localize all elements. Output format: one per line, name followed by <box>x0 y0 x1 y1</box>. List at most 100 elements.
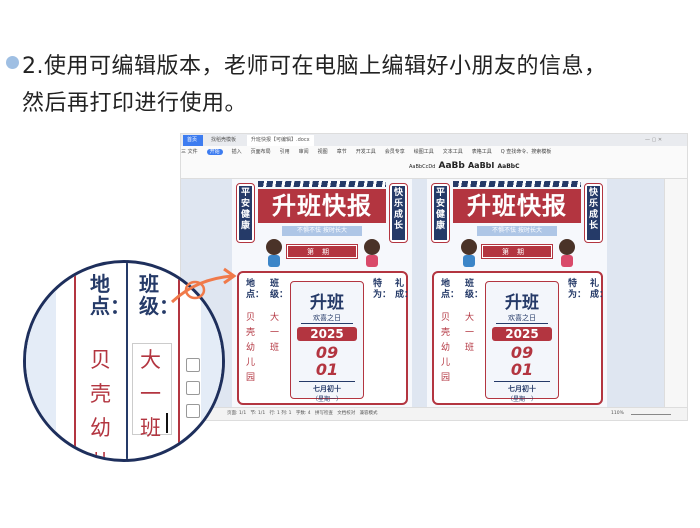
mag-place-label: 地点： <box>90 272 130 318</box>
caption-line-1: 2.使用可编辑版本，老师可在电脑上编辑好小朋友的信息， <box>22 54 607 79</box>
menu-item[interactable]: Q 查找命令、搜索模板 <box>500 149 552 155</box>
status-compat: 兼容模式 <box>359 411 378 416</box>
left-banner: 平安健康 <box>236 183 255 243</box>
status-wordcount: 字数: 4 <box>295 411 311 416</box>
document-canvas[interactable]: 平安健康 快乐成长 升班快报 不惧不怯 按时长大 第期 地点： 贝壳幼儿园 班级… <box>181 179 666 409</box>
year-value[interactable]: 2025 <box>297 327 357 341</box>
magnifier-circle: 地点： 贝壳幼儿园 班级： 大一班 <box>23 260 225 462</box>
menu-item[interactable]: 页面布局 <box>250 149 271 155</box>
done-label: 礼成： <box>590 279 609 300</box>
place-label: 地点： <box>246 279 265 300</box>
header-stripes <box>258 181 386 187</box>
poster-page-1[interactable]: 平安健康 快乐成长 升班快报 不惧不怯 按时长大 第期 地点： 贝壳幼儿园 班级… <box>232 179 414 409</box>
menu-item[interactable]: 视图 <box>317 149 328 155</box>
info-box: 地点： 贝壳幼儿园 班级： 大一班 升班 欢喜之日 2025 09 01 七月初… <box>432 271 609 405</box>
date-card: 升班 欢喜之日 2025 09 01 七月初十 （星期一） <box>485 281 559 403</box>
weekday[interactable]: （星期一） <box>311 396 342 403</box>
status-bar: 页面: 1/1 节: 1/1 行: 1 列: 1 字数: 4 拼写检查 文档校对… <box>181 407 687 420</box>
status-spellcheck[interactable]: 拼写检查 <box>314 411 333 416</box>
status-section: 节: 1/1 <box>250 411 266 416</box>
tab-templates[interactable]: 找稻壳模板 <box>211 137 237 143</box>
caption-line-2: 然后再打印进行使用。 <box>22 91 248 116</box>
shape-outline-icon[interactable] <box>186 404 200 418</box>
day-value[interactable]: 01 <box>315 360 339 379</box>
lunar-date[interactable]: 七月初十 <box>299 381 355 394</box>
menu-item[interactable]: 插入 <box>231 149 242 155</box>
menu-item[interactable]: 会员专享 <box>384 149 405 155</box>
menu-item[interactable]: 审阅 <box>298 149 309 155</box>
right-banner: 快乐成长 <box>389 183 408 243</box>
poster-title[interactable]: 升班快报 <box>453 189 581 223</box>
issue-banner[interactable]: 第期 <box>481 244 553 259</box>
done-label: 礼成： <box>395 279 414 300</box>
tab-bar: 首页 找稻壳模板 升班快报【可编辑】.docx — ▢ ✕ <box>181 134 687 146</box>
right-banner: 快乐成长 <box>584 183 603 243</box>
class-value[interactable]: 大一班 <box>270 313 280 353</box>
menu-item[interactable]: 章节 <box>336 149 347 155</box>
menu-item[interactable]: 表格工具 <box>471 149 492 155</box>
for-label: 特为： <box>373 279 392 300</box>
zoom-slider[interactable] <box>631 414 671 415</box>
zoom-level[interactable]: 110% <box>611 411 624 416</box>
class-label: 班级： <box>465 279 484 300</box>
right-sidebar[interactable] <box>664 179 687 409</box>
tab-document[interactable]: 升班快报【可编辑】.docx <box>247 135 314 146</box>
menu-item[interactable]: 文本工具 <box>442 149 463 155</box>
poster-subtitle[interactable]: 不惧不怯 按时长大 <box>282 226 362 236</box>
status-proofread[interactable]: 文档校对 <box>337 411 356 416</box>
text-cursor <box>166 413 168 433</box>
card-title: 升班 <box>505 293 539 313</box>
boy-illustration <box>266 239 284 269</box>
month-value[interactable]: 09 <box>315 343 339 362</box>
poster-title[interactable]: 升班快报 <box>258 189 386 223</box>
for-label: 特为： <box>568 279 587 300</box>
weekday[interactable]: （星期一） <box>506 396 537 403</box>
mag-class-label: 班级： <box>139 272 179 318</box>
status-position: 行: 1 列: 1 <box>269 411 292 416</box>
header-stripes <box>453 181 581 187</box>
ribbon-toolbar: AaBbCcDd AaBb AaBbI AaBbC <box>181 158 687 179</box>
boy-illustration <box>461 239 479 269</box>
place-value[interactable]: 贝壳幼儿园 <box>246 313 256 383</box>
year-value[interactable]: 2025 <box>492 327 552 341</box>
menu-item[interactable]: 引用 <box>279 149 290 155</box>
card-title: 升班 <box>310 293 344 313</box>
mag-class-value[interactable]: 大一班 <box>140 348 161 440</box>
class-value[interactable]: 大一班 <box>465 313 475 353</box>
mag-place-value: 贝壳幼儿园 <box>90 348 111 462</box>
card-subtitle: 欢喜之日 <box>301 313 353 324</box>
style-heading-2[interactable]: AaBbI <box>467 161 495 170</box>
style-heading-3[interactable]: AaBbC <box>497 163 520 170</box>
menu-item[interactable]: 绘图工具 <box>413 149 434 155</box>
style-normal[interactable]: AaBbCcDd <box>409 164 436 170</box>
poster-page-2[interactable]: 平安健康 快乐成长 升班快报 不惧不怯 按时长大 第期 地点： 贝壳幼儿园 班级… <box>427 179 609 409</box>
day-value[interactable]: 01 <box>510 360 534 379</box>
place-value[interactable]: 贝壳幼儿园 <box>441 313 451 383</box>
info-box: 地点： 贝壳幼儿园 班级： 大一班 升班 欢喜之日 2025 09 01 七月初… <box>237 271 414 405</box>
left-banner: 平安健康 <box>431 183 450 243</box>
lunar-date[interactable]: 七月初十 <box>494 381 550 394</box>
text-box-selection[interactable] <box>132 343 172 435</box>
bullet-dot <box>6 56 19 69</box>
style-gallery[interactable]: AaBbCcDd AaBb AaBbI AaBbC <box>409 161 519 171</box>
tab-home[interactable]: 首页 <box>183 135 203 146</box>
girl-illustration <box>559 239 577 269</box>
girl-illustration <box>364 239 382 269</box>
shape-fill-icon[interactable] <box>186 381 200 395</box>
status-page: 页面: 1/1 <box>227 411 247 416</box>
wps-window: 首页 找稻壳模板 升班快报【可编辑】.docx — ▢ ✕ 三 文件开始插入页面… <box>180 133 688 421</box>
month-value[interactable]: 09 <box>510 343 534 362</box>
poster-subtitle[interactable]: 不惧不怯 按时长大 <box>477 226 557 236</box>
style-heading-1[interactable]: AaBb <box>438 161 465 171</box>
window-controls[interactable]: — ▢ ✕ <box>645 137 663 143</box>
place-label: 地点： <box>441 279 460 300</box>
issue-banner[interactable]: 第期 <box>286 244 358 259</box>
class-label: 班级： <box>270 279 289 300</box>
menu-bar: 三 文件 开始 插入 页面布局 引用 审阅 视图 章节 开发工具 会员专享 绘图工具 文本工具 表格工具… <box>181 146 687 158</box>
menu-item[interactable]: 三 文件 <box>181 149 198 155</box>
card-subtitle: 欢喜之日 <box>496 313 548 324</box>
menu-item[interactable]: 开发工具 <box>355 149 376 155</box>
layout-options-icon[interactable] <box>186 358 200 372</box>
date-card: 升班 欢喜之日 2025 09 01 七月初十 （星期一） <box>290 281 364 403</box>
menu-item[interactable]: 开始 <box>206 149 223 155</box>
